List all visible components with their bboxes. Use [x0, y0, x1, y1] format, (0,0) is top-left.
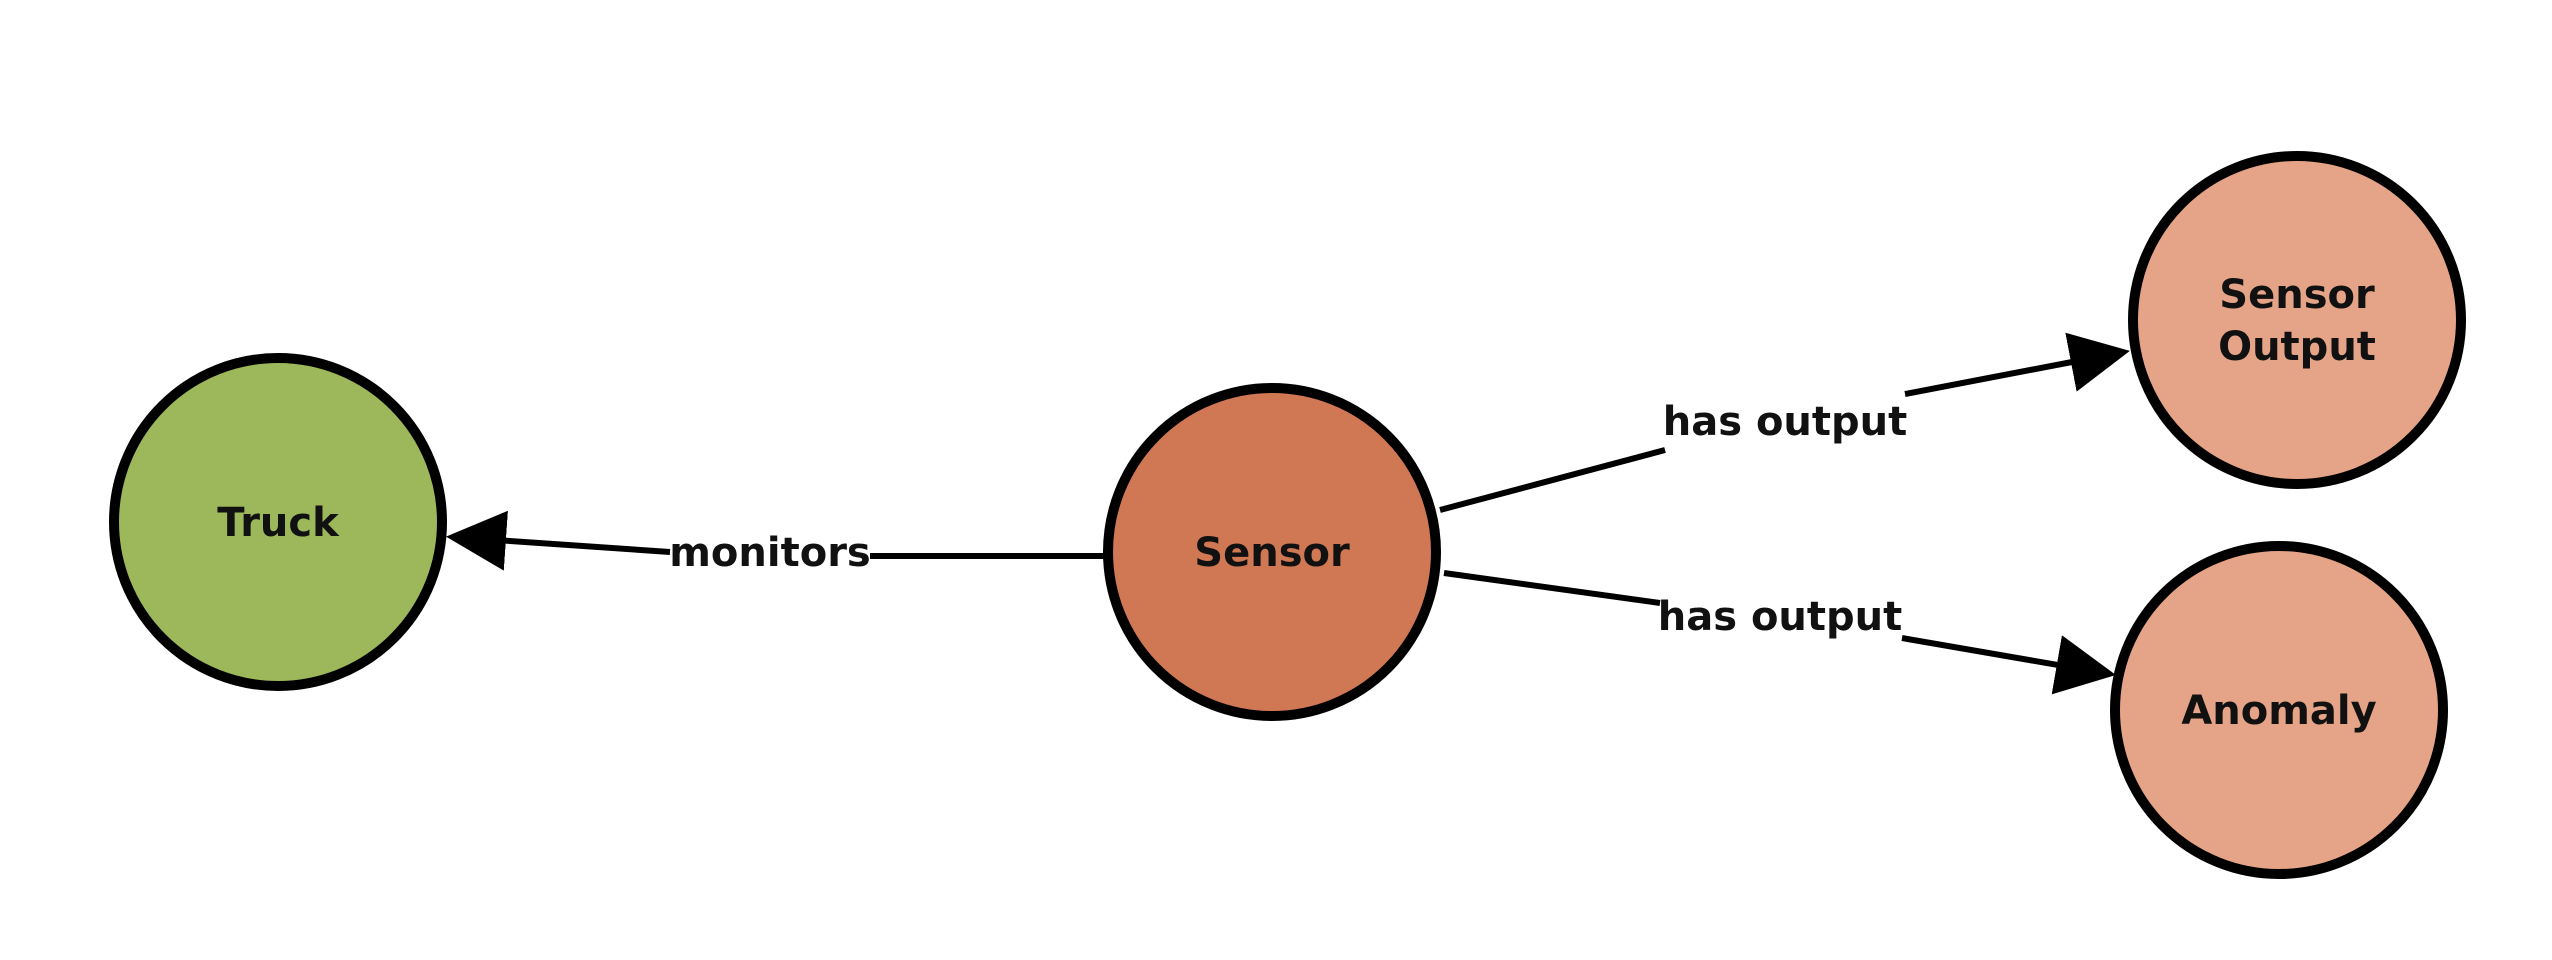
node-truck: Truck: [109, 353, 447, 691]
node-anomaly: Anomaly: [2110, 541, 2448, 879]
node-sensor-label: Sensor: [1194, 530, 1350, 576]
node-truck-label: Truck: [217, 500, 340, 546]
node-sensor-output-label-line-2: Output: [2218, 324, 2376, 370]
edge-has-output-sensor-output-line: [1439, 352, 2124, 513]
edge-has-output-anomaly-line: [1443, 570, 2110, 674]
node-sensor: Sensor: [1103, 383, 1441, 721]
edge-has-output-anomaly-label: has output: [1658, 594, 1903, 640]
node-truck-circle: [109, 353, 447, 691]
edge-has-output-sensor-output-label: has output: [1663, 399, 1908, 445]
edge-has-output-sensor-output: has output: [1439, 352, 2124, 513]
edge-monitors-label: monitors: [669, 530, 870, 576]
nodes: Truck Sensor Sensor Output Anomaly: [109, 151, 2466, 879]
edge-has-output-anomaly: has output: [1443, 570, 2110, 674]
edges: monitors has output has output: [452, 352, 2124, 674]
node-sensor-output: Sensor Output: [2128, 151, 2466, 489]
edge-monitors-line: [452, 537, 1108, 556]
node-anomaly-label: Anomaly: [2181, 688, 2376, 734]
node-sensor-circle: [1103, 383, 1441, 721]
edge-monitors: monitors: [452, 530, 1108, 576]
node-anomaly-circle: [2110, 541, 2448, 879]
node-sensor-output-circle: [2128, 151, 2466, 489]
node-sensor-output-label-line-1: Sensor: [2219, 272, 2375, 318]
